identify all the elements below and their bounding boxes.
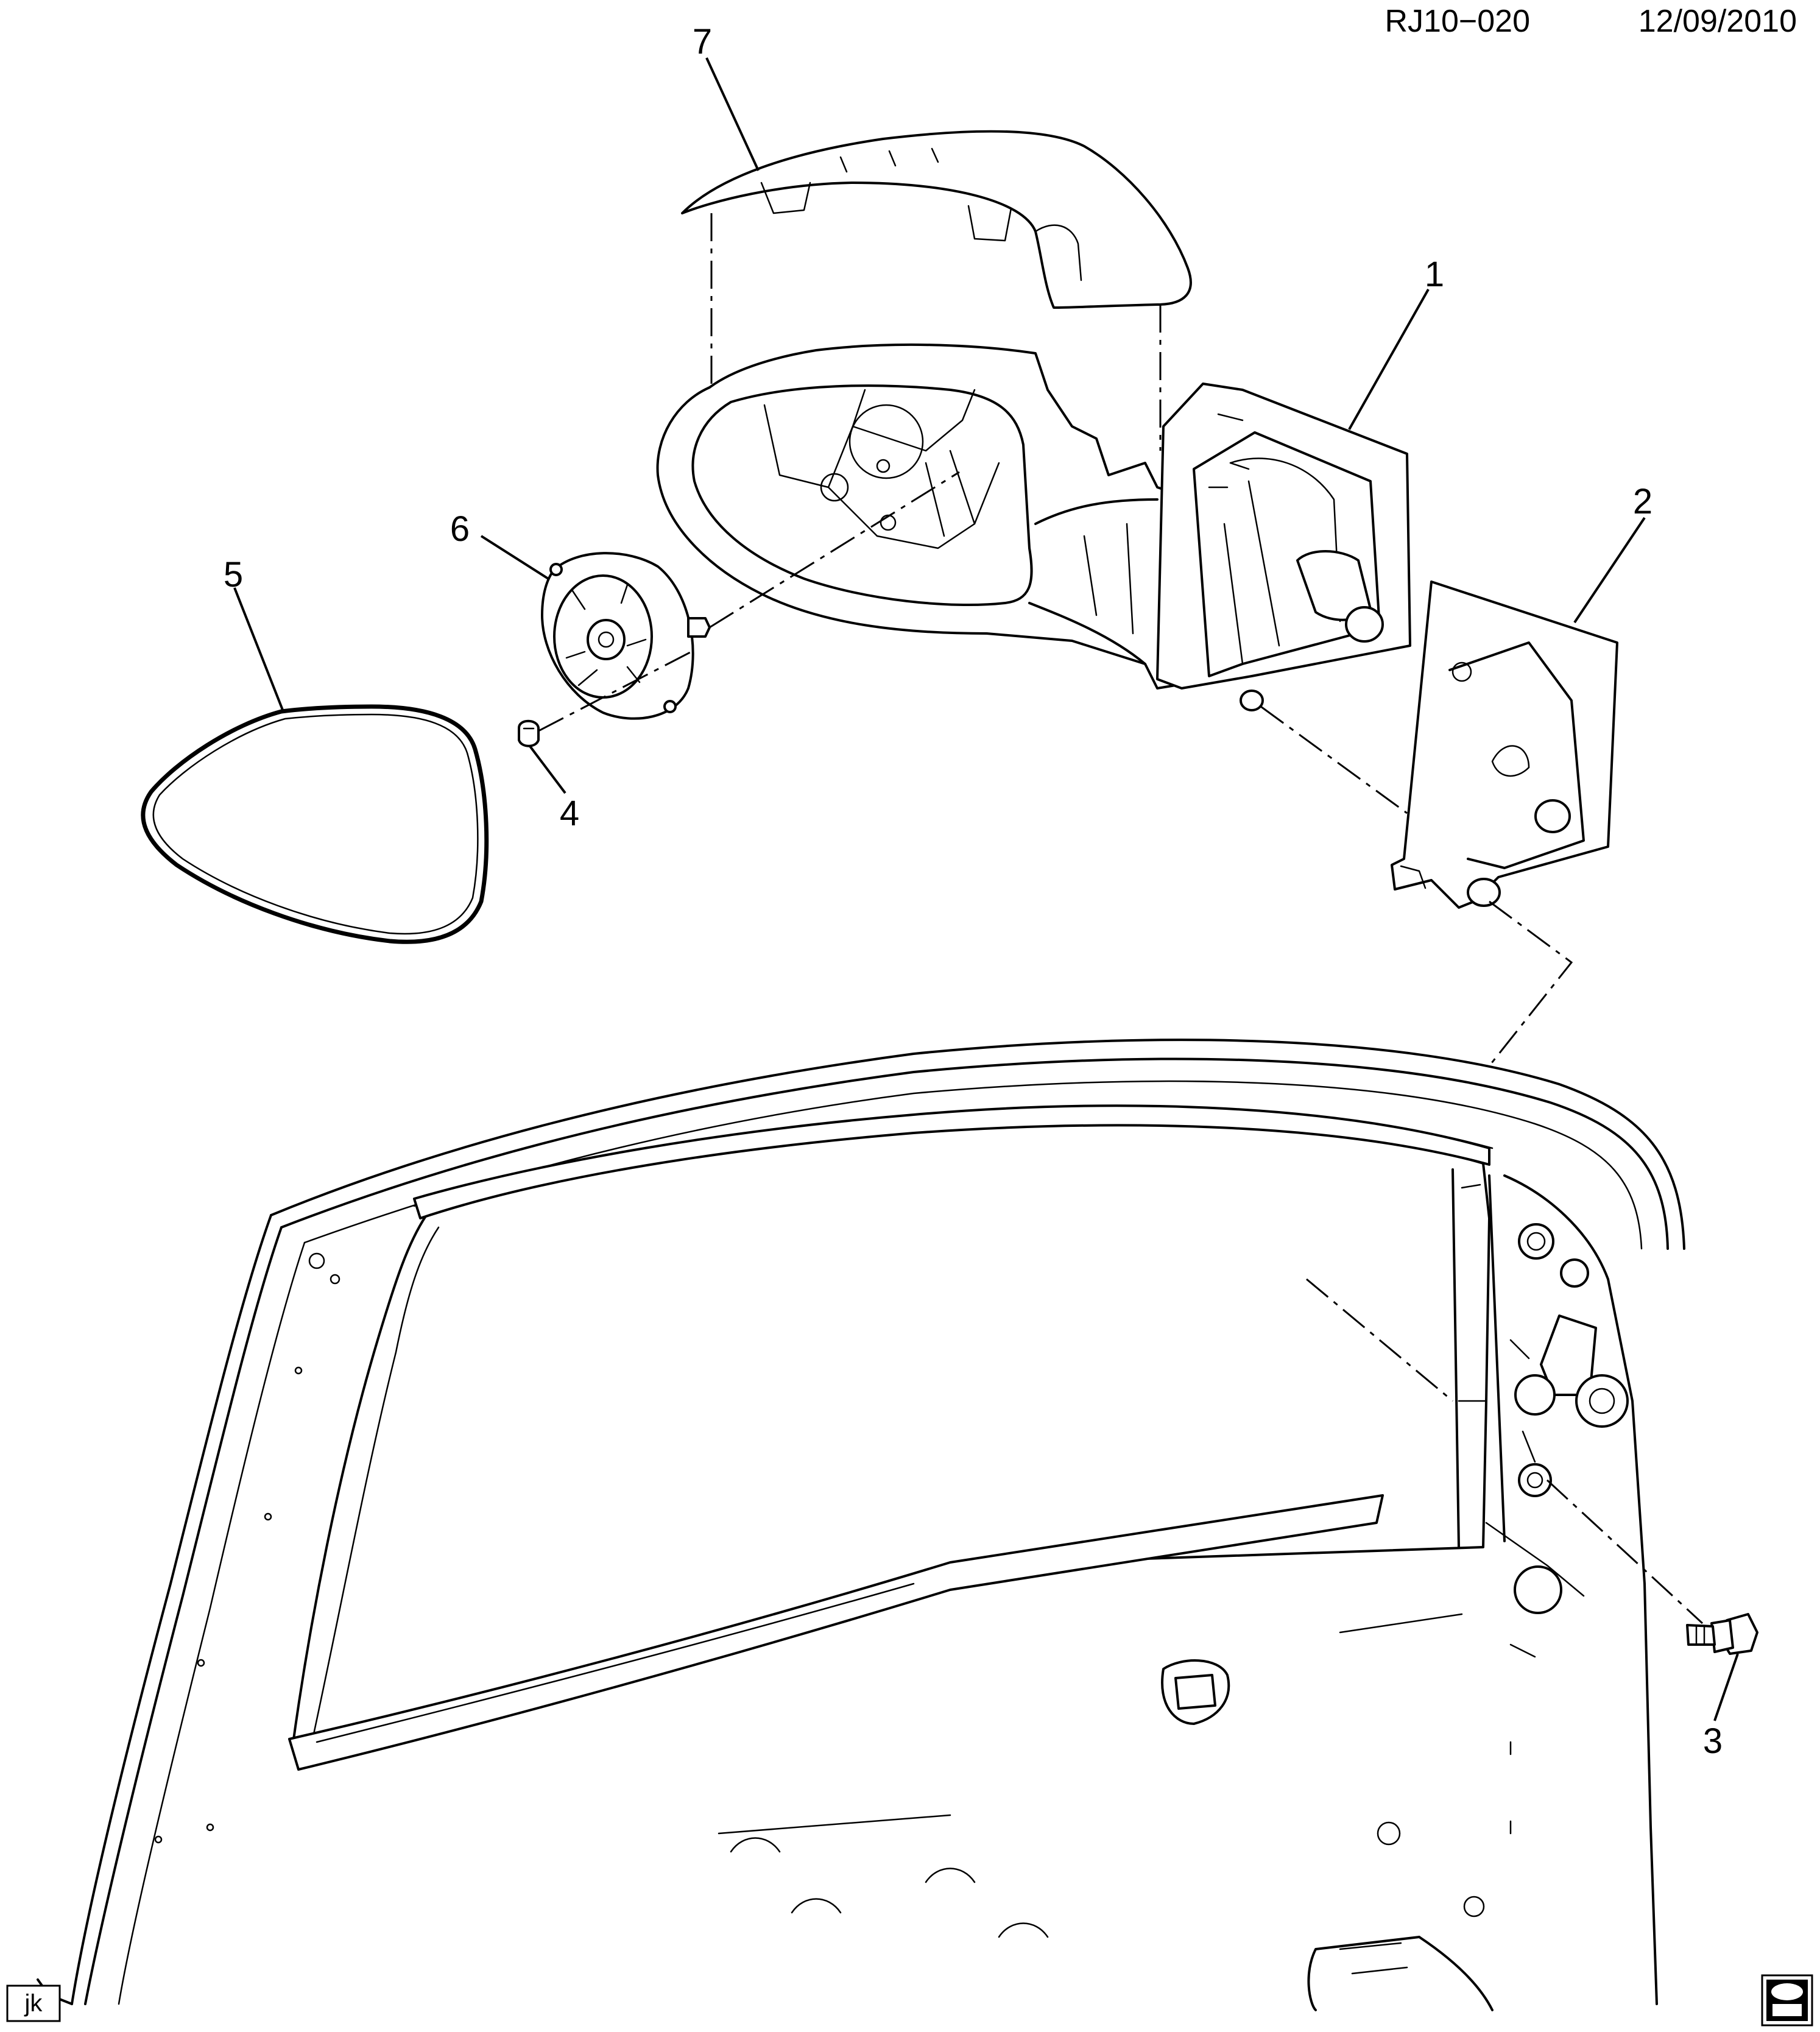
part-3-mirror-bolt — [1686, 1613, 1758, 1655]
callout-4: 4 — [560, 794, 579, 833]
stamp-text: jk — [24, 1990, 43, 2017]
leader-7 — [705, 57, 760, 171]
leader-4 — [529, 745, 566, 794]
callout-6: 6 — [450, 509, 470, 549]
callout-2: 2 — [1633, 482, 1652, 521]
footer-stamp-left: jk — [6, 1984, 61, 2022]
part-6-mirror-actuator — [541, 552, 711, 720]
part-2-mirror-gasket — [1391, 580, 1618, 909]
part-1-mirror-assembly — [656, 343, 1411, 711]
diagram-code: RJ10−020 — [1384, 4, 1530, 39]
callout-7: 7 — [693, 22, 712, 62]
part-7-mirror-cap — [681, 130, 1192, 309]
leader-6 — [480, 535, 549, 580]
front-door-frame — [37, 1039, 1685, 2011]
part-5-mirror-glass — [141, 704, 489, 944]
leader-5 — [233, 587, 284, 712]
part-4-actuator-screw — [518, 719, 540, 747]
gm-spo-logo-icon — [1761, 1974, 1813, 2027]
callout-3: 3 — [1703, 1721, 1723, 1761]
leader-3 — [1713, 1653, 1739, 1721]
leader-2 — [1573, 517, 1646, 624]
diagram-date: 12/09/2010 — [1638, 4, 1797, 39]
callout-1: 1 — [1425, 255, 1444, 294]
callout-5: 5 — [224, 555, 243, 594]
leader-1 — [1348, 289, 1430, 430]
